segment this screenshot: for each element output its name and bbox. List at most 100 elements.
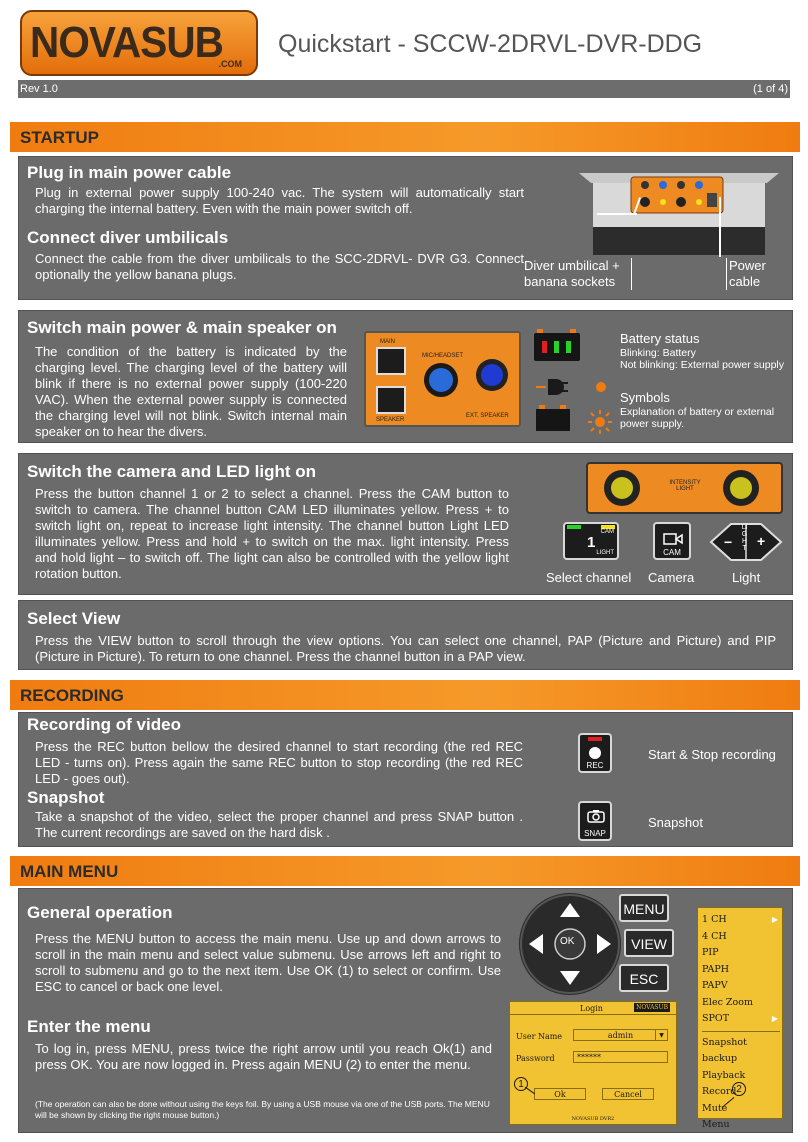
snapshot-title: Snapshot (27, 788, 105, 807)
power-cable-label: Power cable (726, 258, 774, 290)
marker-2: 2 (732, 1082, 746, 1096)
record-dot-icon (589, 747, 601, 759)
blinking-sun-icon (588, 410, 612, 434)
select-view-text: Press the VIEW button to scroll through … (35, 633, 776, 664)
battery-icon (536, 405, 570, 431)
front-panel-image: MAIN SPEAKER MIC/HEADSET EXT. SPEAKER (364, 331, 521, 427)
symbols-title: Symbols (620, 390, 670, 405)
select-channel-label: Select channel (546, 570, 632, 585)
box-recording: Recording of video Press the REC button … (18, 712, 793, 847)
battery-status-title: Battery status (620, 331, 700, 346)
osd-divider (702, 1030, 780, 1032)
section-main-menu-title: MAIN MENU (20, 862, 119, 881)
osd-item[interactable]: SPOT (702, 1013, 730, 1024)
ok-button[interactable]: OK (560, 936, 575, 947)
power-pointer-line (719, 197, 721, 257)
snap-button[interactable]: SNAP (578, 801, 612, 841)
light-knob-left (604, 470, 640, 506)
submenu-arrow-icon: ▶ (771, 915, 778, 924)
intensity-knob-panel: INTENSITY LIGHT (586, 462, 783, 514)
plug-icon (536, 379, 568, 395)
osd-menu: 1 CH 4 CH PIP PAPH PAPV Elec Zoom SPOT S… (697, 907, 783, 1130)
osd-item[interactable]: Mute (702, 1102, 728, 1114)
novasub-logo: NOVASUB .COM (20, 10, 258, 76)
login-ok-button[interactable]: Ok (534, 1088, 586, 1100)
section-startup-title: STARTUP (20, 128, 100, 147)
mic-connector (424, 363, 458, 397)
osd-item[interactable]: PIP (702, 947, 719, 958)
osd-item[interactable]: Playback (702, 1069, 746, 1081)
section-startup: STARTUP (10, 122, 800, 152)
view-button[interactable]: VIEW (624, 929, 674, 957)
plug-text: Plug in external power supply 100-240 va… (35, 185, 524, 216)
camera-light-title: Switch the camera and LED light on (27, 462, 317, 481)
menu-button[interactable]: MENU (619, 894, 669, 922)
esc-button[interactable]: ESC (619, 964, 669, 992)
recording-text: Press the REC button bellow the desired … (35, 739, 523, 786)
diver-pointer-line (597, 213, 637, 215)
page-title: Quickstart - SCCW-2DRVL-DVR-DDG (278, 30, 703, 58)
light-minus-plus-button[interactable] (709, 522, 783, 562)
panel-mic-label: MIC/HEADSET (422, 353, 464, 359)
cam-button[interactable]: CAM (653, 522, 691, 560)
logo-com: .COM (218, 59, 243, 69)
page-number: (1 of 4) (753, 83, 788, 95)
login-password-value: ****** (577, 1053, 601, 1062)
plug-title: Plug in main power cable (27, 163, 232, 182)
diver-umbilical-label: Diver umbilical + banana sockets (524, 258, 632, 290)
submenu-arrow-icon: ▶ (771, 1014, 778, 1023)
device-rear-image (579, 173, 779, 255)
light-vertical-label: LIGHT (741, 524, 748, 552)
login-footer: NOVASUB DVR2 (571, 1116, 615, 1122)
speaker-switch (376, 386, 406, 414)
camera-label: Camera (648, 570, 695, 585)
channel-number: 1 (587, 534, 596, 551)
battery-status-line2: Not blinking: External power supply (620, 359, 785, 371)
osd-item[interactable]: Record (702, 1086, 737, 1097)
camera-icon (663, 533, 683, 545)
channel-light-led-label: LIGHT (596, 550, 614, 556)
section-recording-title: RECORDING (20, 686, 124, 705)
login-cancel-button[interactable]: Cancel (602, 1088, 654, 1100)
enter-menu-text: To log in, press MENU, press twice the r… (35, 1041, 492, 1072)
osd-item[interactable]: PAPH (702, 963, 730, 975)
enter-menu-note: (The operation can also be done without … (35, 1099, 490, 1120)
navigation-pad[interactable] (517, 891, 623, 997)
login-username-field[interactable]: admin ▼ (573, 1029, 668, 1041)
snapshot-text: Take a snapshot of the video, select the… (35, 809, 523, 840)
light-plus-icon[interactable]: + (757, 533, 766, 549)
rec-button[interactable]: REC (578, 733, 612, 773)
section-main-menu: MAIN MENU (10, 856, 800, 886)
panel-speaker-label: SPEAKER (376, 417, 405, 423)
snapshot-camera-icon (587, 810, 605, 823)
revision-bar: Rev 1.0 (1 of 4) (18, 80, 790, 98)
login-password-field[interactable]: ****** (573, 1051, 668, 1063)
channel-1-button[interactable]: CAM 1 LIGHT (563, 522, 619, 560)
intensity-light-label: INTENSITY LIGHT (669, 480, 701, 492)
osd-item[interactable]: Snapshot backup (702, 1036, 747, 1065)
osd-item[interactable]: PAPV (702, 980, 728, 991)
rec-button-label: REC (586, 761, 604, 770)
login-password-label: Password (516, 1054, 555, 1063)
recording-title: Recording of video (27, 715, 181, 734)
light-minus-icon[interactable]: − (724, 534, 733, 550)
panel-main-label: MAIN (380, 339, 395, 345)
dropdown-arrow-icon[interactable]: ▼ (655, 1030, 667, 1040)
general-operation-text: Press the MENU button to access the main… (35, 931, 501, 994)
menu-button-label: MENU (623, 901, 665, 917)
osd-item[interactable]: Elec Zoom (702, 996, 753, 1008)
box-switch-power: Switch main power & main speaker on The … (18, 310, 793, 443)
osd-item[interactable]: 1 CH (702, 914, 727, 925)
login-dialog: Login NOVASUB User Name admin ▼ Password… (509, 1001, 677, 1125)
osd-menu-list: 1 CH 4 CH PIP PAPH PAPV Elec Zoom SPOT S… (702, 912, 780, 1134)
login-brand: NOVASUB (634, 1003, 670, 1012)
osd-item[interactable]: 4 CH (702, 930, 727, 942)
light-knob-right (723, 470, 759, 506)
battery-status-line1: Blinking: Battery (620, 347, 696, 359)
enter-menu-title: Enter the menu (27, 1017, 151, 1036)
esc-button-label: ESC (629, 971, 659, 987)
osd-item[interactable]: Menu (702, 1119, 730, 1130)
battery-indicator-icon (534, 329, 580, 361)
revision-label: Rev 1.0 (20, 83, 58, 95)
connect-title: Connect diver umbilicals (27, 228, 229, 247)
